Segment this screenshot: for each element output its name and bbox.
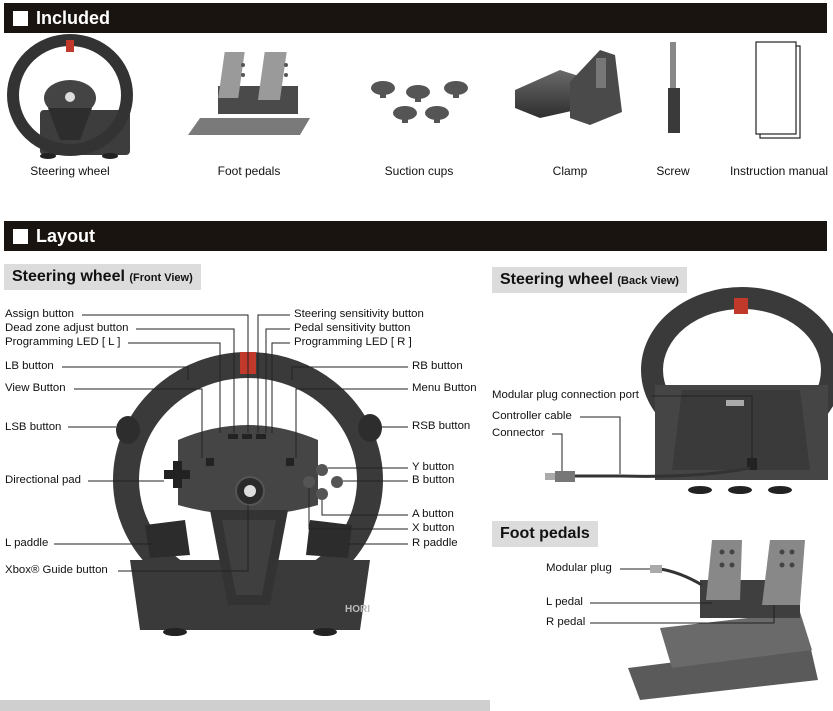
- bottom-bar: [0, 700, 490, 711]
- included-label-suction-cups: Suction cups: [384, 164, 454, 178]
- included-label-screw: Screw: [656, 164, 690, 178]
- square-icon: [13, 10, 28, 26]
- clamp-thumb: [515, 50, 622, 125]
- foot-pedals-title: Foot pedals: [500, 525, 590, 542]
- callout-modular-plug: Modular plug: [546, 562, 612, 574]
- callout-rb-button: RB button: [412, 360, 463, 372]
- foot-pedals-illustration: [628, 540, 818, 700]
- section-included-bar: Included: [4, 3, 827, 33]
- front-wheel-illustration: HORI: [113, 352, 383, 636]
- section-layout-bar: Layout: [4, 221, 827, 251]
- callout-connector: Connector: [492, 427, 545, 439]
- callout-programming-led-l: Programming LED [ L ]: [5, 336, 121, 348]
- back-leader-lines: [552, 395, 753, 474]
- callout-lsb-button: LSB button: [5, 421, 62, 433]
- foot-pedals-thumb: [188, 52, 310, 135]
- instruction-manual-thumb: [755, 41, 801, 139]
- callout-modular-plug-connection-port: Modular plug connection port: [492, 389, 639, 401]
- section-layout-title: Layout: [36, 225, 96, 246]
- callout-steering-sensitivity-button: Steering sensitivity button: [294, 308, 424, 320]
- suction-cups-thumb: [371, 81, 468, 123]
- callout-controller-cable: Controller cable: [492, 410, 572, 422]
- square-icon: [13, 228, 28, 244]
- front-view-tab: Steering wheel (Front View): [4, 264, 201, 290]
- back-view-title: Steering wheel: [500, 271, 613, 288]
- callout-r-paddle: R paddle: [412, 537, 458, 549]
- callout-dead-zone-adjust-button: Dead zone adjust button: [5, 322, 129, 334]
- callout-l-pedal: L pedal: [546, 596, 583, 608]
- callout-directional-pad: Directional pad: [5, 474, 81, 486]
- back-view-subtitle: (Back View): [617, 275, 679, 287]
- included-label-steering-wheel: Steering wheel: [30, 164, 110, 178]
- callout-y-button: Y button: [412, 461, 455, 473]
- callout-l-paddle: L paddle: [5, 537, 49, 549]
- included-label-clamp: Clamp: [552, 164, 588, 178]
- callout-assign-button: Assign button: [5, 308, 75, 320]
- back-view-tab: Steering wheel (Back View): [492, 267, 687, 293]
- callout-pedal-sensitivity-button: Pedal sensitivity button: [294, 322, 411, 334]
- callout-a-button: A button: [412, 508, 454, 520]
- hori-logo-text: HORI: [345, 604, 370, 615]
- back-wheel-illustration: [545, 287, 833, 494]
- callout-lb-button: LB button: [5, 360, 54, 372]
- callout-xbox-guide-button: Xbox® Guide button: [5, 564, 108, 576]
- callout-programming-led-r: Programming LED [ R ]: [294, 336, 412, 348]
- included-label-foot-pedals: Foot pedals: [217, 164, 281, 178]
- callout-menu-button: Menu Button: [412, 382, 477, 394]
- steering-wheel-thumb: [7, 34, 133, 159]
- section-included-title: Included: [36, 7, 111, 28]
- front-view-subtitle: (Front View): [129, 272, 193, 284]
- included-label-instruction-manual: Instruction manual: [729, 164, 829, 178]
- foot-pedals-tab: Foot pedals: [492, 521, 598, 547]
- front-view-title: Steering wheel: [12, 268, 125, 285]
- callout-r-pedal: R pedal: [546, 616, 586, 628]
- pedals-leader-lines: [590, 568, 775, 624]
- callout-b-button: B button: [412, 474, 455, 486]
- callout-rsb-button: RSB button: [412, 420, 471, 432]
- callout-view-button: View Button: [5, 382, 66, 394]
- callout-x-button: X button: [412, 522, 455, 534]
- screw-thumb: [668, 42, 680, 133]
- front-leader-lines: [54, 314, 408, 572]
